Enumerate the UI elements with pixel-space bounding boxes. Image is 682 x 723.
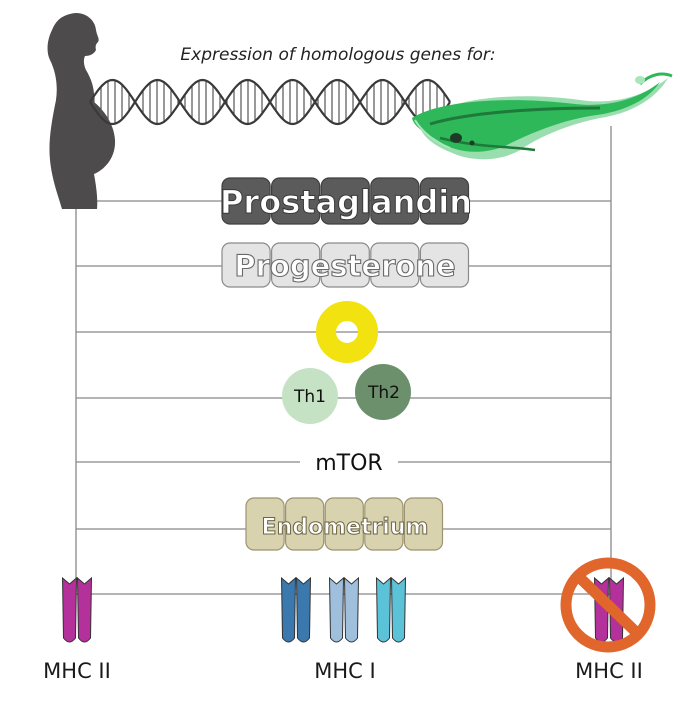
progesterone-label: Progesterone <box>234 249 455 283</box>
mhc-ii-receptor-left <box>61 576 93 643</box>
prostaglandin-cell <box>419 177 470 225</box>
endometrium-cell <box>364 497 404 551</box>
pregnant-woman-silhouette-icon <box>47 12 116 209</box>
yellow-ring-icon <box>316 301 378 363</box>
prostaglandin-cell <box>320 177 370 225</box>
mhc-i-chain <box>390 576 407 643</box>
dna-double-helix-icon <box>89 78 451 126</box>
mhc-i-chain <box>280 576 297 643</box>
mhc-i-receptors <box>280 576 407 643</box>
mhc-ii-chain <box>76 576 93 643</box>
prostaglandin-cell <box>221 177 271 225</box>
th2-cell: Th2 <box>355 364 411 420</box>
endometrium-cell <box>285 497 325 551</box>
endometrium-cell <box>245 497 285 551</box>
caption: Expression of homologous genes for: <box>180 45 495 65</box>
prostaglandin-label: Prostaglandin <box>220 183 472 221</box>
prostaglandin-cell <box>271 177 321 225</box>
prostaglandin-block: Prostaglandin <box>219 177 473 225</box>
th2-label: Th2 <box>367 383 400 403</box>
mtor-label: mTOR <box>315 451 382 476</box>
mhc-ii-right-label: MHC II <box>575 659 643 683</box>
progesterone-cell <box>320 242 370 288</box>
prostaglandin-cell <box>370 177 420 225</box>
progesterone-cell <box>370 242 420 288</box>
progesterone-cell <box>221 242 271 288</box>
endometrium-block: Endometrium <box>245 497 444 551</box>
endometrium-cell <box>324 497 364 551</box>
th1-cell: Th1 <box>282 368 338 424</box>
mhc-i-label: MHC I <box>314 659 375 683</box>
trypanosome-parasite-icon <box>412 72 673 160</box>
th1-label: Th1 <box>293 387 326 407</box>
endometrium-label: Endometrium <box>262 515 429 540</box>
mhc-i-chain <box>343 576 360 643</box>
progesterone-cell <box>271 242 321 288</box>
endometrium-cell <box>403 497 444 551</box>
progesterone-cell <box>419 242 470 288</box>
prohibited-sign-icon <box>560 557 656 653</box>
mhc-ii-left-label: MHC II <box>43 659 111 683</box>
mhc-i-chain <box>328 576 345 643</box>
mhc-i-chain <box>375 576 392 643</box>
mhc-i-chain <box>295 576 312 643</box>
mhc-ii-chain <box>61 576 78 643</box>
progesterone-block: Progesterone <box>221 242 470 288</box>
